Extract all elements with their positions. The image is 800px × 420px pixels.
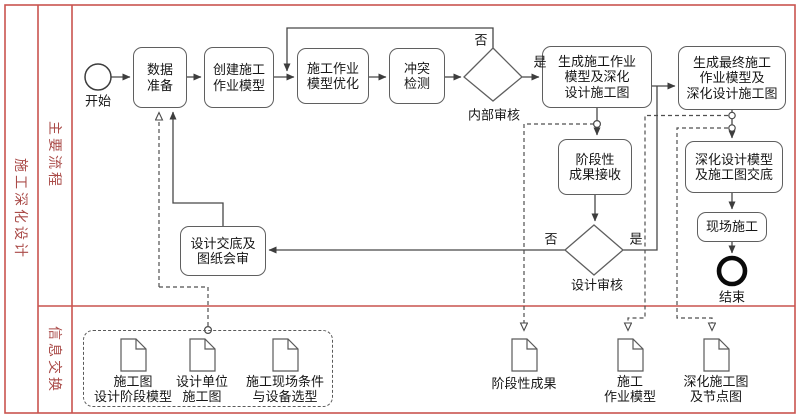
gateway-design-review bbox=[564, 224, 624, 276]
task-data-preparation: 数据 准备 bbox=[133, 47, 187, 108]
document-icon-deepened-drawings bbox=[703, 338, 730, 372]
end-event-circle bbox=[716, 255, 748, 287]
flow-internalreview-no-loopback bbox=[283, 27, 494, 72]
document-label-design-unit-drawings: 设计单位 施工图 bbox=[175, 374, 229, 405]
end-event-label: 结束 bbox=[718, 289, 746, 305]
input-documents-group bbox=[83, 330, 333, 407]
task-site-construction: 现场施工 bbox=[697, 212, 767, 242]
internal-review-yes-label: 是 bbox=[533, 54, 547, 70]
anchor-dot-genmodel bbox=[592, 119, 601, 128]
assoc-inputgroup-link bbox=[159, 286, 209, 327]
task-clash-detection: 冲突 检测 bbox=[389, 48, 445, 104]
document-label-site-conditions: 施工现场条件 与设备选型 bbox=[245, 374, 325, 405]
anchor-dot-genfinal-1 bbox=[728, 111, 736, 120]
design-review-yes-label: 是 bbox=[629, 231, 643, 247]
task-optimize-work-model: 施工作业 模型优化 bbox=[297, 48, 369, 104]
document-icon-site-conditions bbox=[272, 338, 299, 372]
lane-title-main-process: 主要流程 bbox=[46, 121, 61, 189]
pool-title: 施工深化设计 bbox=[12, 158, 27, 260]
anchor-dot-genfinal-2 bbox=[728, 124, 736, 132]
document-label-stage-results: 阶段性成果 bbox=[491, 376, 557, 391]
document-icon-design-unit-drawings bbox=[189, 338, 216, 372]
start-event-circle bbox=[84, 63, 112, 91]
gateway-internal-review bbox=[463, 47, 523, 102]
document-icon-stage-results bbox=[511, 338, 538, 372]
flow-disclosure-to-dataprep bbox=[169, 111, 224, 226]
document-label-deepened-drawings: 深化施工图 及节点图 bbox=[683, 374, 749, 405]
assoc-to-stage-results-doc bbox=[524, 123, 594, 330]
task-create-work-model: 创建施工 作业模型 bbox=[204, 47, 274, 108]
task-model-drawing-handover: 深化设计模型 及施工图交底 bbox=[685, 141, 783, 193]
gateway-internal-review-label: 内部审核 bbox=[467, 107, 521, 123]
pool-frame bbox=[4, 4, 796, 414]
pool-border bbox=[4, 4, 796, 414]
gateway-design-review-label: 设计审核 bbox=[570, 277, 624, 293]
internal-review-no-label: 否 bbox=[474, 32, 488, 48]
task-generate-work-model-drawings: 生成施工作业 模型及深化 设计施工图 bbox=[542, 46, 652, 108]
document-label-design-stage-model: 施工图 设计阶段模型 bbox=[93, 374, 173, 405]
document-label-work-model: 施工 作业模型 bbox=[603, 374, 657, 405]
start-event-label: 开始 bbox=[84, 93, 112, 109]
task-stage-results-receive: 阶段性 成果接收 bbox=[558, 139, 632, 195]
assoc-to-deepened-drawing-doc bbox=[676, 127, 728, 330]
task-generate-final-model-drawings: 生成最终施工 作业模型及 深化设计施工图 bbox=[678, 46, 786, 110]
flow-designreview-yes-merge bbox=[623, 86, 658, 251]
task-design-disclosure-review: 设计交底及 图纸会审 bbox=[180, 226, 266, 276]
document-icon-design-stage-model bbox=[120, 338, 147, 372]
design-review-no-label: 否 bbox=[544, 231, 558, 247]
lane-title-info-exchange: 信息交换 bbox=[46, 326, 61, 394]
document-icon-work-model bbox=[617, 338, 644, 372]
